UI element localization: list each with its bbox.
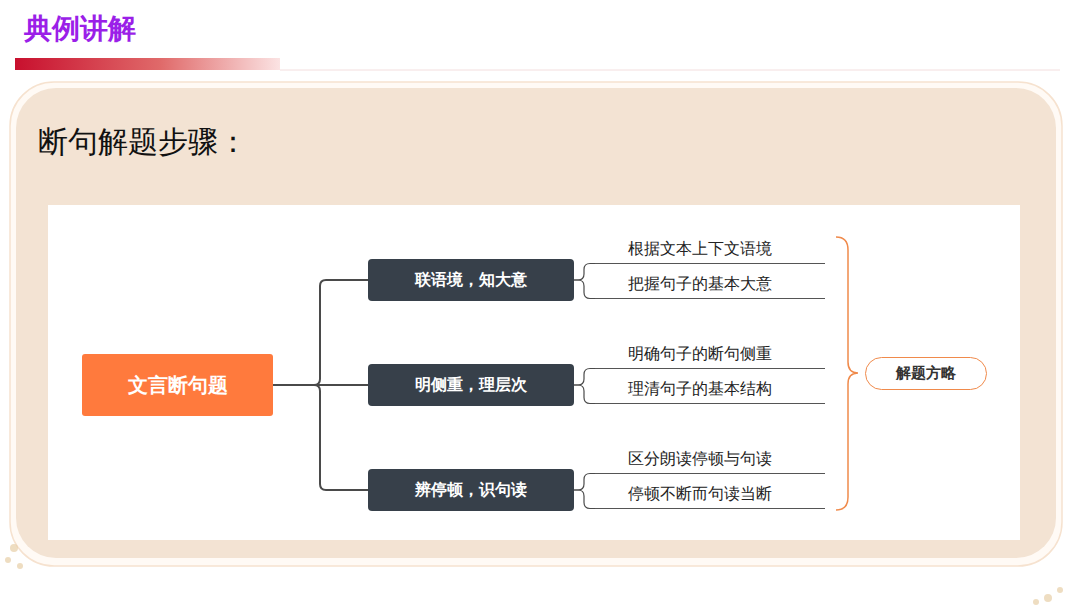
leaf-topic: 根据文本上下文语境	[595, 235, 825, 264]
brace	[836, 237, 858, 510]
node-text: 解题方略	[896, 364, 956, 383]
leaf-topic: 停顿不断而句读当断	[595, 480, 825, 509]
leaf-topic: 明确句子的断句侧重	[595, 340, 825, 369]
connector	[574, 385, 595, 404]
branch-box: 明侧重，理层次	[368, 364, 574, 406]
root-box: 文言断句题	[82, 354, 273, 416]
branch-box: 辨停顿，识句读	[368, 469, 574, 511]
connector	[574, 490, 595, 509]
section-heading: 断句解题步骤：	[38, 122, 248, 163]
node-text: 根据文本上下文语境	[628, 239, 772, 260]
node-text: 区分朗读停顿与句读	[628, 449, 772, 470]
connector	[574, 369, 595, 386]
title-bar	[15, 58, 280, 70]
leaf-topic: 区分朗读停顿与句读	[595, 445, 825, 474]
node-text: 文言断句题	[128, 372, 228, 399]
node-text: 明确句子的断句侧重	[628, 344, 772, 365]
leaf-topic: 理清句子的基本结构	[595, 375, 825, 404]
leaf-topic: 把握句子的基本大意	[595, 270, 825, 299]
node-text: 把握句子的基本大意	[628, 274, 772, 295]
summary-pill: 解题方略	[865, 357, 987, 390]
connector	[273, 280, 368, 385]
connector	[574, 264, 595, 281]
node-text: 停顿不断而句读当断	[628, 484, 772, 505]
node-text: 辨停顿，识句读	[415, 480, 527, 501]
outer-panel	[10, 82, 1062, 566]
connector	[273, 385, 368, 490]
branch-box: 联语境，知大意	[368, 259, 574, 301]
title-rule	[280, 70, 1060, 71]
node-text: 联语境，知大意	[415, 270, 527, 291]
node-text: 明侧重，理层次	[415, 375, 527, 396]
diagram-ground	[48, 205, 1020, 540]
node-text: 理清句子的基本结构	[628, 379, 772, 400]
corner-flower	[5, 544, 1063, 605]
slide-title: 典例讲解	[24, 10, 136, 48]
content-panel	[16, 88, 1056, 558]
connector	[574, 280, 595, 299]
connector	[574, 474, 595, 491]
